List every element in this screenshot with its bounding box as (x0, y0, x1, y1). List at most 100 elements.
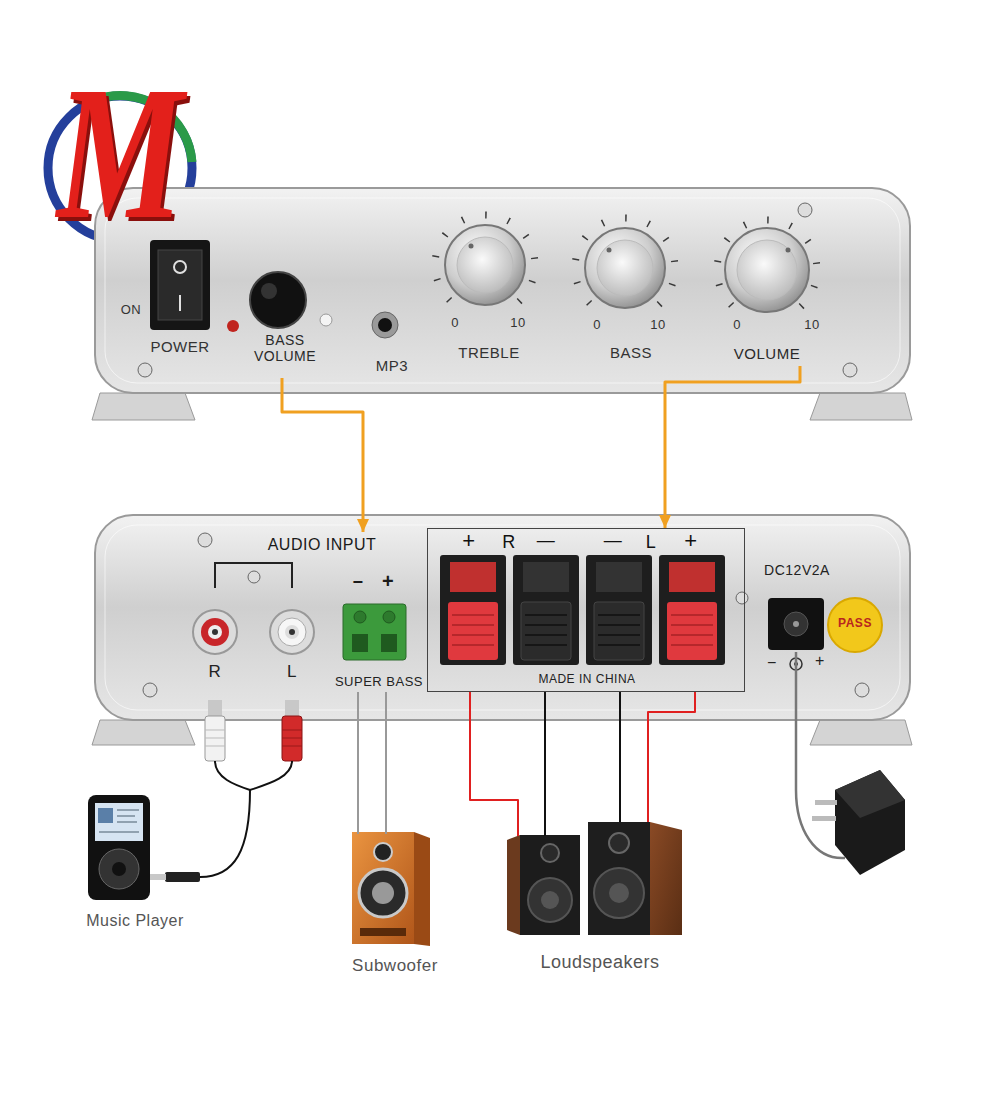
speaker-terminal-block: +R——L+MADE IN CHINA (427, 528, 745, 692)
wheel-center (112, 862, 126, 876)
power-switch (150, 240, 210, 330)
arrow-head (659, 515, 671, 528)
switch-off-symbol (174, 261, 186, 273)
terminal-window (669, 562, 715, 592)
control-label: POWER (140, 338, 220, 355)
scale-number: 10 (800, 318, 824, 333)
wire (665, 366, 800, 528)
node-text: — (599, 530, 627, 551)
node-text: SUPER BASS (329, 675, 429, 690)
scale-number: 0 (587, 318, 607, 333)
wire (357, 692, 359, 820)
node-text: AUDIO INPUT (252, 536, 392, 554)
connector (282, 378, 369, 532)
woofer-cone (359, 869, 407, 917)
knob-pointer (469, 244, 474, 249)
switch-on-symbol (179, 295, 181, 311)
rca-jack (193, 610, 237, 654)
terminal-button (594, 602, 644, 660)
scale-number: 10 (506, 316, 530, 331)
panel-foot (810, 393, 912, 420)
loudspeaker-cabinet (520, 835, 580, 935)
subwoofer-output: −+SUPER BASS (336, 572, 424, 692)
scale-number: 10 (646, 318, 670, 333)
music-player-body (88, 795, 150, 900)
wire-stub (544, 820, 546, 836)
scale-number: 0 (727, 318, 747, 333)
rca-jack (270, 610, 314, 654)
node-text: + (680, 528, 702, 553)
audio-input-panel: AUDIO INPUT (185, 532, 395, 790)
connector (659, 366, 800, 528)
speaker-terminal (659, 555, 725, 665)
scale-number: 0 (445, 316, 465, 331)
button-ridges (452, 615, 713, 645)
knob-cap (457, 237, 513, 293)
subwoofer: Subwoofer (335, 820, 455, 982)
rca-plug-white (205, 716, 225, 761)
node-text: VOLUME (720, 345, 815, 362)
back-panel (95, 515, 910, 720)
terminal-button (667, 602, 717, 660)
node-text: MADE IN CHINA (512, 673, 662, 687)
screw (138, 363, 152, 377)
input-bracket (215, 563, 292, 588)
power-adapter (835, 770, 905, 875)
jack-label: MP3 (367, 357, 417, 374)
album-art (98, 808, 113, 823)
switch-rocker (158, 250, 202, 320)
node-text: BASS VOLUME (245, 332, 325, 364)
polarity-sign: − (764, 654, 780, 672)
screen-lines (99, 810, 139, 832)
screw (798, 203, 812, 217)
rca-ring (278, 618, 306, 646)
speaker-terminal (586, 555, 652, 665)
terminal-window (596, 562, 642, 592)
adapter-top (835, 770, 905, 818)
wire (544, 692, 546, 822)
terminal-slot (381, 634, 397, 652)
node-text: R (499, 532, 519, 553)
panel-foot (810, 720, 912, 745)
panel-foot (92, 393, 195, 420)
wire (619, 692, 621, 822)
connector (200, 790, 250, 877)
knob-scale (696, 199, 837, 340)
adapter-prong (812, 816, 836, 821)
node-text: L (641, 532, 661, 553)
panel-foot (92, 720, 195, 745)
knob-pointer (607, 248, 612, 253)
rca-pin (212, 629, 218, 635)
rca-sleeve (285, 625, 299, 639)
terminal-window (523, 562, 569, 592)
knob-cap (597, 240, 653, 296)
tweeter (541, 844, 559, 862)
wire (282, 378, 363, 532)
button-ridges (525, 615, 640, 645)
music-player: Music Player (70, 785, 200, 935)
cabinet-side (414, 832, 430, 946)
mini-jack-tip (150, 874, 166, 880)
loudspeaker-cabinet (588, 822, 650, 935)
terminal-button (448, 602, 498, 660)
knob-cap (737, 240, 797, 300)
terminal-window (450, 562, 496, 592)
screw (198, 533, 212, 547)
pass-sticker (828, 598, 882, 652)
bass-port (360, 928, 406, 936)
wire (648, 692, 695, 822)
rca-plug-tip (208, 700, 222, 716)
channel-label: R (205, 662, 225, 682)
dust-cap (609, 883, 629, 903)
jack-hole (378, 318, 392, 332)
knob-label: VOLUME (720, 342, 815, 366)
subwoofer-cabinet (352, 832, 414, 944)
bass-volume-knob (250, 272, 306, 328)
knob-scale (414, 194, 555, 335)
dust-cap (372, 882, 394, 904)
wire-stub (358, 818, 386, 834)
mp3-jack (372, 312, 398, 338)
wire (385, 692, 387, 820)
screw (855, 683, 869, 697)
